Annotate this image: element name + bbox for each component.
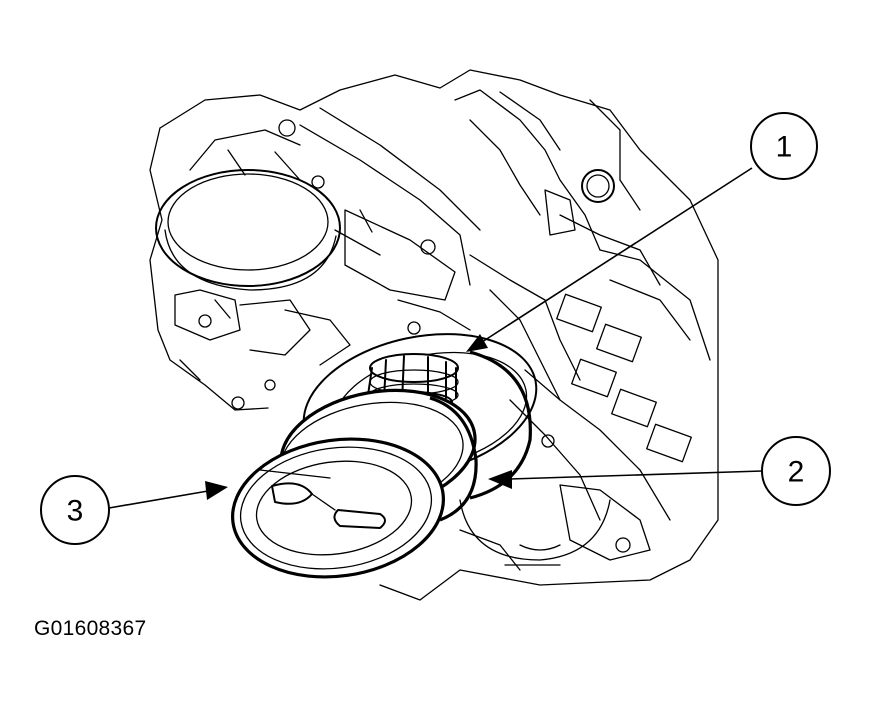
callout-3-number: 3 bbox=[67, 495, 84, 528]
callout-2: 2 bbox=[488, 436, 831, 506]
callout-1-number: 1 bbox=[776, 131, 793, 164]
thermostat-housing-cover bbox=[231, 388, 478, 579]
callout-1: 1 bbox=[466, 112, 818, 352]
callout-2-number: 2 bbox=[788, 456, 805, 489]
o-ring-seal bbox=[429, 396, 478, 522]
engine-block-linework bbox=[149, 69, 719, 601]
callout-3: 3 bbox=[40, 475, 228, 545]
figure-id-code: G01608367 bbox=[34, 617, 147, 640]
